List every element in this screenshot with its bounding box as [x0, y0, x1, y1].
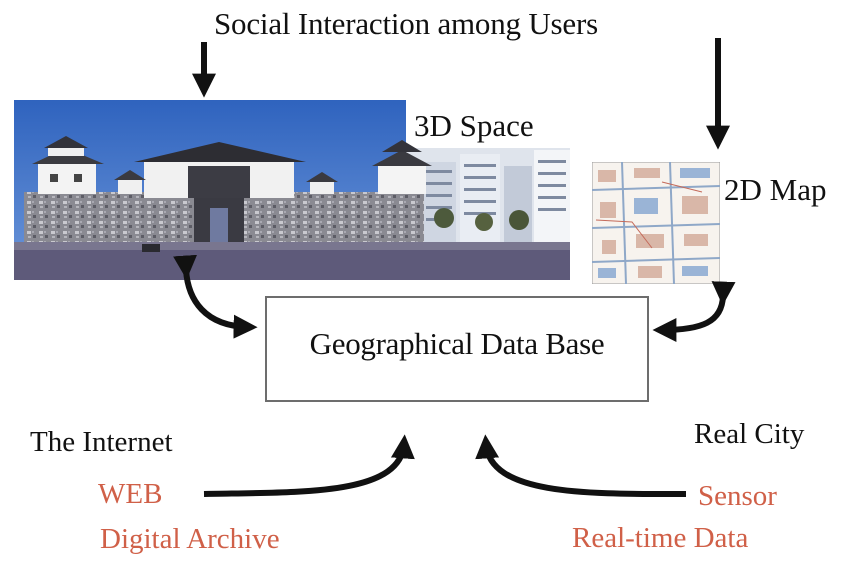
- realcity-item-sensor: Sensor: [698, 480, 777, 512]
- internet-item-web: WEB: [98, 478, 163, 510]
- database-label: Geographical Data Base: [309, 326, 605, 361]
- arrow-sensor-database: [475, 434, 687, 498]
- realcity-item-realtime-data: Real-time Data: [572, 522, 749, 554]
- internet-item-digital-archive: Digital Archive: [100, 523, 280, 555]
- arrow-2d-database: [652, 281, 736, 342]
- 2d-map-label: 2D Map: [724, 172, 827, 207]
- internet-heading: The Internet: [30, 426, 173, 458]
- realcity-heading: Real City: [694, 418, 805, 450]
- database-box: [265, 296, 649, 402]
- 3d-space-label: 3D Space: [414, 108, 534, 143]
- 2d-map-image: [592, 162, 720, 284]
- arrow-3d-database: [173, 254, 258, 339]
- diagram-title: Social Interaction among Users: [214, 6, 598, 41]
- 3d-space-image: [14, 100, 570, 280]
- arrow-web-database: [203, 434, 415, 497]
